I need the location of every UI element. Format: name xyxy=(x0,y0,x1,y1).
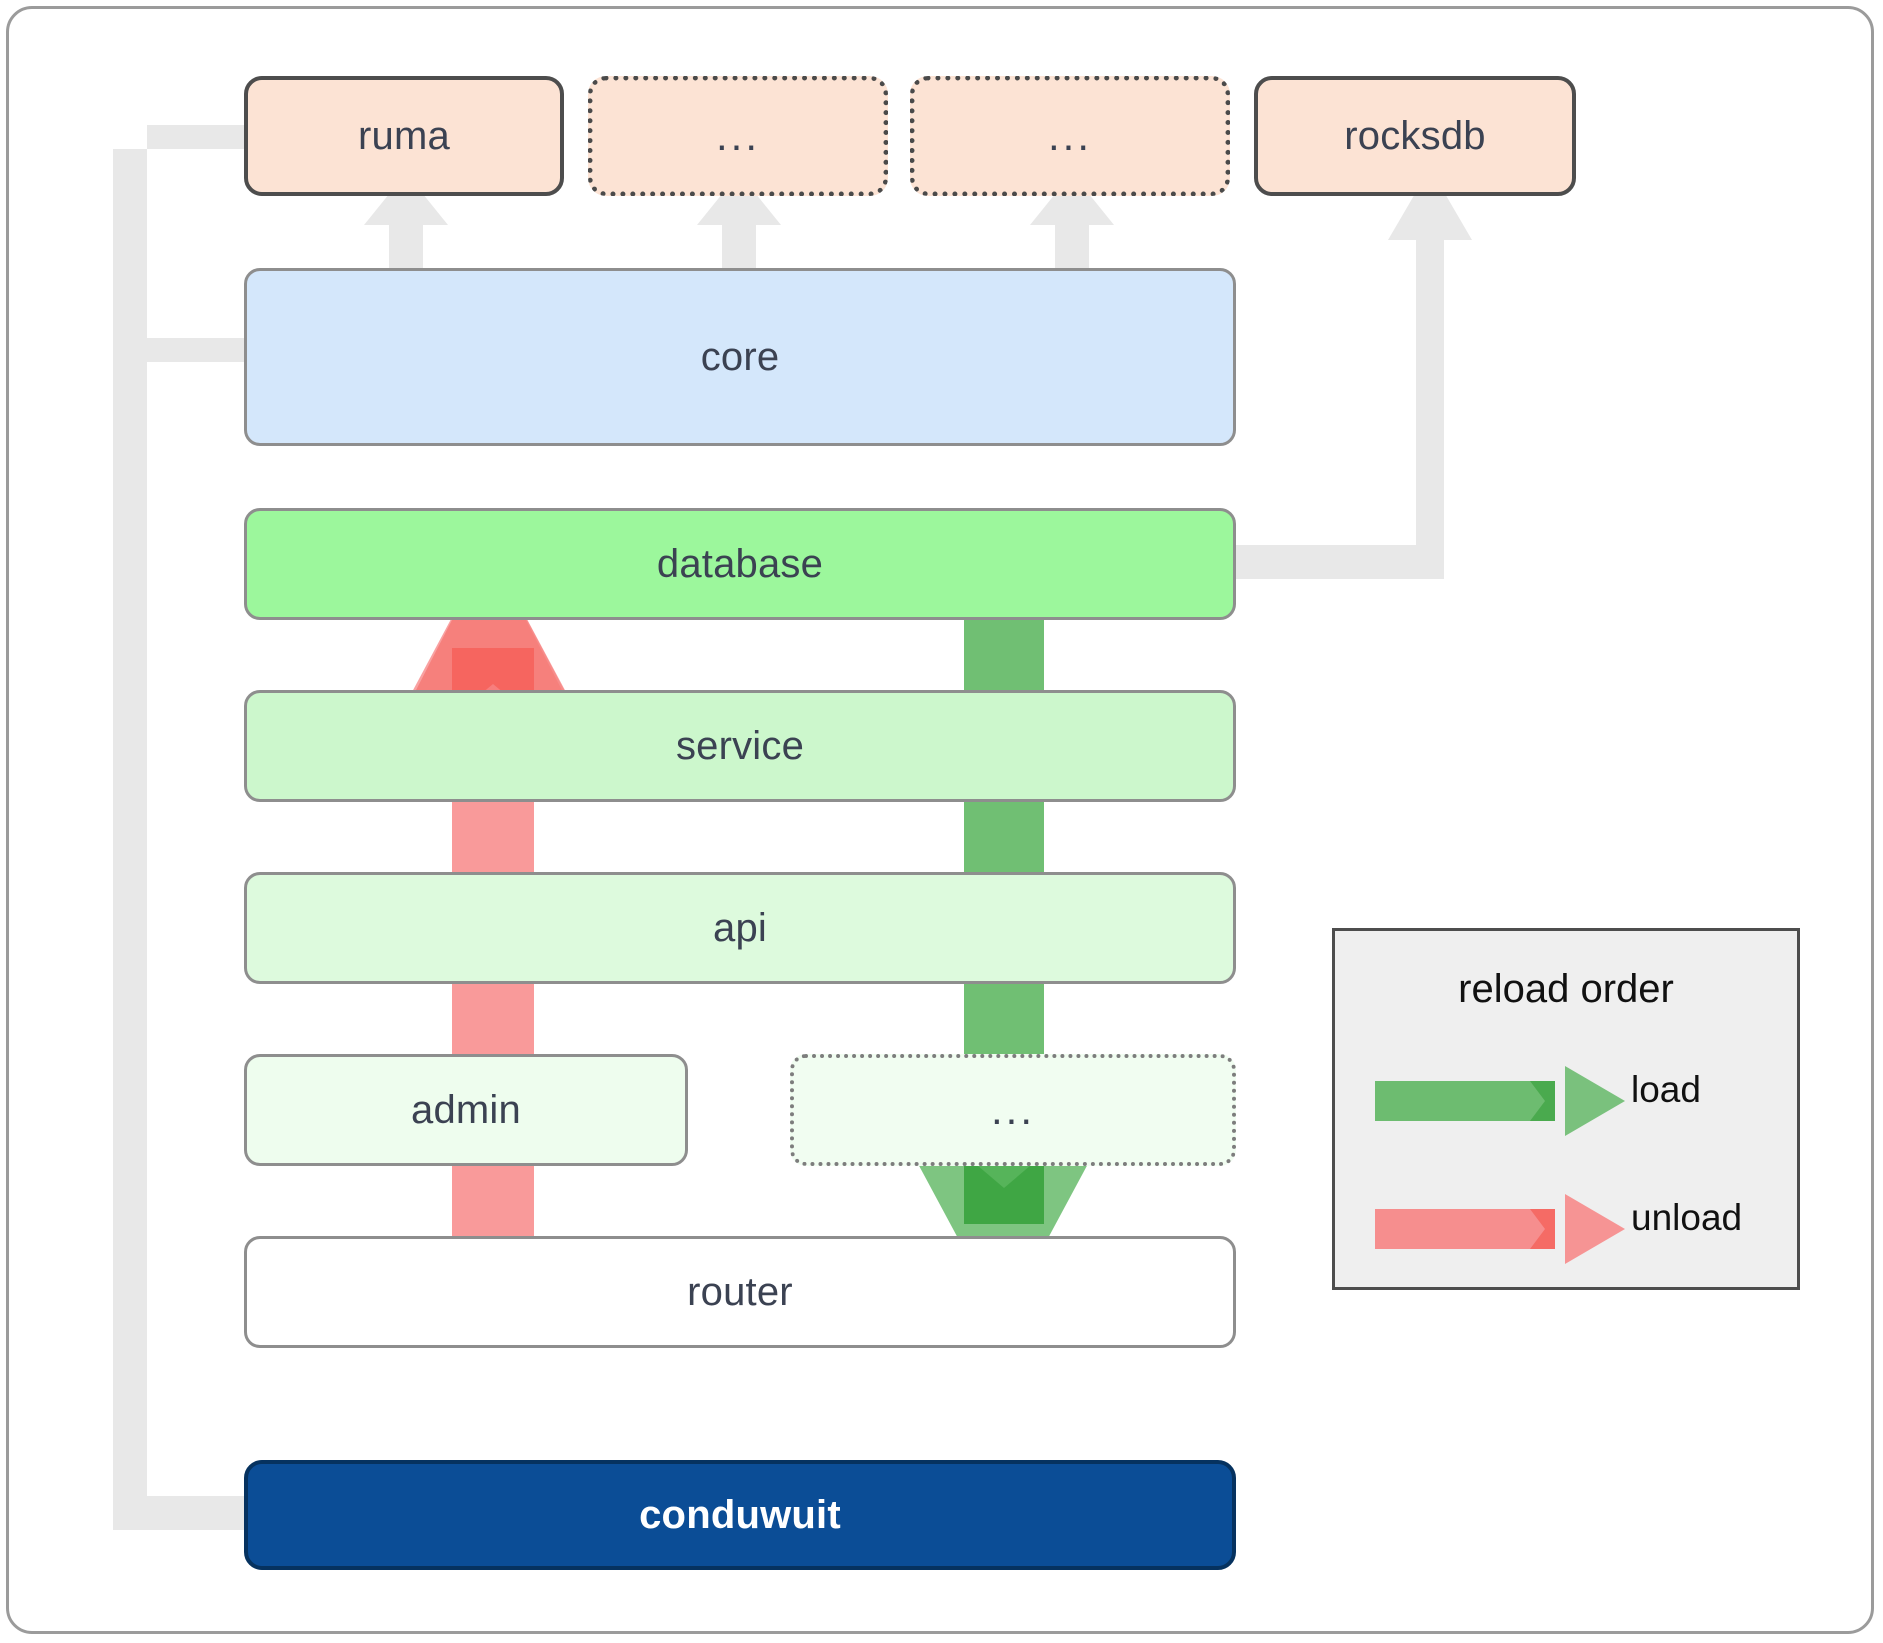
dependency-box-more-2[interactable]: ... xyxy=(910,76,1230,196)
binary-label: conduwuit xyxy=(639,1492,841,1537)
binary-box-conduwuit[interactable]: conduwuit xyxy=(244,1460,1236,1570)
load-arrow-icon xyxy=(1375,1066,1625,1136)
crate-label: service xyxy=(675,723,805,768)
crate-label: database xyxy=(656,541,824,586)
legend-title: reload order xyxy=(1458,967,1674,1011)
crate-label: core xyxy=(700,334,780,379)
crate-box-service[interactable]: service xyxy=(244,690,1236,802)
legend-label: unload xyxy=(1631,1197,1743,1238)
dependency-label: ruma xyxy=(358,113,450,158)
legend-label: load xyxy=(1631,1069,1701,1110)
crate-label: ... xyxy=(990,1085,1035,1133)
legend-item-load: load xyxy=(1335,1061,1797,1141)
crate-box-api[interactable]: api xyxy=(244,872,1236,984)
crate-label: admin xyxy=(411,1087,521,1132)
dependency-box-rocksdb[interactable]: rocksdb xyxy=(1254,76,1576,196)
legend-panel: reload order load unload xyxy=(1332,928,1800,1290)
crate-box-core[interactable]: core xyxy=(244,268,1236,446)
crate-label: api xyxy=(713,905,767,950)
dependency-box-ruma[interactable]: ruma xyxy=(244,76,564,196)
crate-box-admin[interactable]: admin xyxy=(244,1054,688,1166)
legend-item-unload: unload xyxy=(1335,1189,1797,1269)
crate-box-database[interactable]: database xyxy=(244,508,1236,620)
dependency-label: rocksdb xyxy=(1344,113,1486,158)
unload-arrow-icon xyxy=(1375,1194,1625,1264)
dependency-box-more-1[interactable]: ... xyxy=(588,76,888,196)
crate-box-more[interactable]: ... xyxy=(790,1054,1236,1166)
dependency-label: ... xyxy=(715,111,760,159)
crate-label: router xyxy=(687,1269,793,1314)
dependency-label: ... xyxy=(1047,111,1092,159)
crate-box-router[interactable]: router xyxy=(244,1236,1236,1348)
